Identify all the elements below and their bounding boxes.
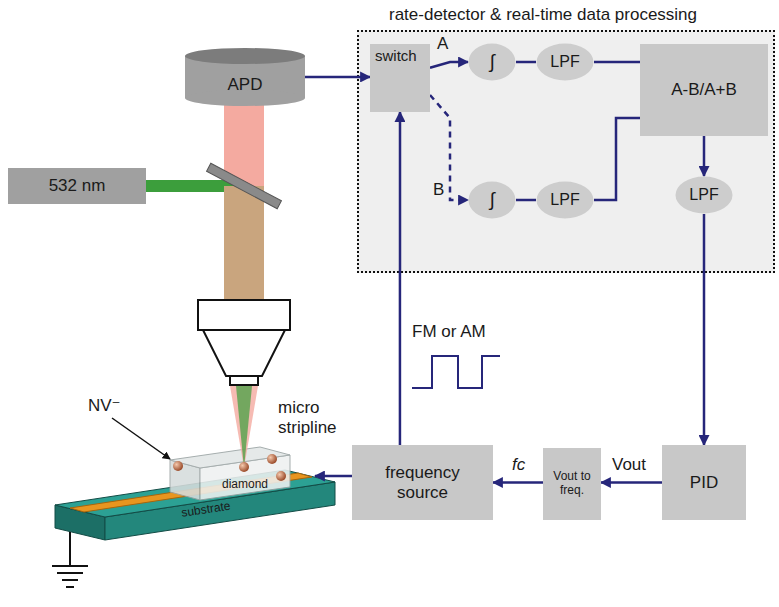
objective-tip	[230, 376, 258, 385]
ellipse-fill	[537, 182, 594, 219]
focused-emission	[230, 386, 258, 468]
signal-connector	[516, 61, 536, 64]
photodetector-apd: APD	[185, 48, 305, 106]
dichroic-mirror	[207, 163, 282, 209]
nv-center	[276, 471, 286, 481]
nv-center-label: NV⁻	[88, 396, 121, 416]
node-label: APD	[228, 75, 263, 95]
low-pass-filter: LPF	[536, 43, 594, 81]
signal-name: fc	[512, 455, 525, 475]
illustration-part	[57, 572, 83, 574]
signal-connector	[430, 95, 468, 200]
diamond-top	[170, 447, 290, 468]
signal-connector	[516, 199, 536, 202]
signal-connector	[493, 481, 543, 484]
node-label: LPF	[550, 191, 579, 209]
ellipse-fill	[469, 44, 516, 81]
objective-body	[198, 300, 290, 330]
signal-connector	[703, 136, 706, 176]
node-label: switch	[375, 47, 417, 64]
node-label: Vout to freq.	[549, 470, 595, 498]
stripline-label: micro stripline	[278, 398, 358, 437]
illustration-part	[69, 532, 71, 566]
node-label: ∫	[489, 189, 494, 211]
integrator: ∫	[468, 43, 516, 81]
voltage-to-frequency: Vout to freq.	[543, 448, 601, 520]
nv-center	[267, 454, 277, 464]
low-pass-filter: LPF	[536, 181, 594, 219]
nv-center	[239, 462, 249, 472]
combined-beam	[224, 186, 264, 300]
focused-laser	[236, 386, 252, 468]
integrator: ∫	[468, 181, 516, 219]
illustration-part	[66, 586, 74, 588]
switch-box: switch	[370, 44, 430, 112]
node-label: ∫	[489, 51, 494, 73]
ellipse-fill	[676, 177, 733, 214]
objective-taper	[203, 330, 285, 376]
ground-symbol	[52, 532, 88, 587]
signal-connector	[305, 76, 370, 79]
frequency-source: frequency source	[352, 445, 493, 520]
node-label: PID	[690, 473, 718, 493]
signal-connector	[594, 61, 640, 64]
illustration-part	[52, 565, 88, 567]
rf-feed-wire	[315, 475, 352, 478]
nv-centers	[173, 454, 286, 481]
node-label: A-B/A+B	[671, 80, 737, 100]
nv-center	[173, 461, 183, 471]
signal-connector	[399, 112, 402, 445]
nv-leader-arrow	[112, 418, 170, 459]
laser-source: 532 nm	[8, 168, 146, 204]
objective-lens	[198, 300, 290, 385]
modulation-label: FM or AM	[412, 322, 486, 342]
processing-unit: switch∫LPFA-B/A+B∫LPFLPFrate-detector & …	[357, 30, 775, 273]
signal-connector	[703, 214, 706, 445]
signal-connector	[430, 62, 468, 68]
node-label: frequency source	[373, 463, 473, 502]
signal-name: Vout	[612, 455, 646, 475]
normalizer-box: A-B/A+B	[640, 44, 768, 136]
diamond-label: diamond	[222, 478, 268, 492]
group-heading: rate-detector & real-time data processin…	[389, 5, 697, 25]
ellipse-fill	[537, 44, 594, 81]
cylinder-top	[185, 48, 305, 64]
illustration-part	[62, 579, 78, 581]
ellipse-fill	[469, 182, 516, 219]
node-label: LPF	[689, 186, 718, 204]
square-wave	[412, 356, 500, 388]
pid-controller: PID	[662, 445, 746, 520]
node-label: 532 nm	[49, 176, 106, 196]
node-label: LPF	[550, 53, 579, 71]
signal-connector	[601, 481, 662, 484]
signal-connector	[594, 118, 640, 200]
low-pass-filter: LPF	[675, 176, 733, 214]
substrate-label: substrate	[181, 500, 232, 521]
diamond-crystal	[170, 447, 290, 500]
